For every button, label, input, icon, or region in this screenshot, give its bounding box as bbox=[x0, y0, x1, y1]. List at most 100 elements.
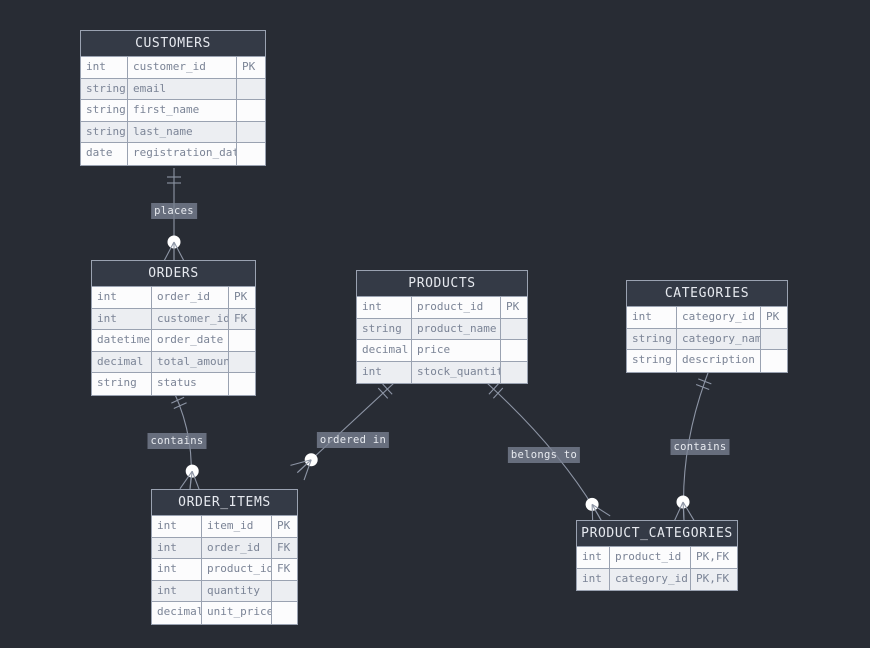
attribute-name: product_name bbox=[412, 318, 501, 340]
attribute-name: order_id bbox=[202, 537, 272, 559]
attribute-name: product_id bbox=[610, 547, 691, 569]
attribute-key: PK bbox=[761, 307, 787, 329]
attribute-key bbox=[229, 330, 255, 352]
attribute-type: string bbox=[92, 373, 152, 395]
attribute-key bbox=[501, 361, 527, 383]
attribute-key: PK,FK bbox=[691, 547, 737, 569]
attribute-key bbox=[272, 602, 297, 624]
relationship-label-categories-product_categories: contains bbox=[670, 439, 730, 455]
entity-title: CATEGORIES bbox=[627, 281, 787, 307]
attribute-name: quantity bbox=[202, 580, 272, 602]
attribute-key bbox=[237, 78, 265, 100]
entity-title: PRODUCT_CATEGORIES bbox=[577, 521, 737, 547]
attribute-name: registration_date bbox=[128, 143, 237, 165]
relationship-label-orders-order_items: contains bbox=[147, 433, 207, 449]
attribute-key: PK,FK bbox=[691, 568, 737, 590]
attribute-name: category_name bbox=[677, 328, 761, 350]
attribute-key: PK bbox=[229, 287, 255, 309]
attribute-name: first_name bbox=[128, 100, 237, 122]
attribute-name: category_id bbox=[677, 307, 761, 329]
attribute-type: string bbox=[627, 328, 677, 350]
attribute-type: int bbox=[152, 559, 202, 581]
attribute-type: int bbox=[152, 516, 202, 538]
attribute-name: product_id bbox=[202, 559, 272, 581]
entity-title: ORDERS bbox=[92, 261, 255, 287]
attribute-type: int bbox=[152, 580, 202, 602]
attribute-key: FK bbox=[272, 559, 297, 581]
attribute-key: FK bbox=[272, 537, 297, 559]
attribute-type: int bbox=[577, 568, 610, 590]
relationship-label-customers-orders: places bbox=[151, 203, 197, 219]
attribute-name: last_name bbox=[128, 121, 237, 143]
attribute-key: PK bbox=[237, 57, 265, 79]
attribute-key bbox=[237, 121, 265, 143]
attribute-type: string bbox=[627, 350, 677, 372]
attribute-name: total_amount bbox=[152, 351, 229, 373]
attribute-name: stock_quantity bbox=[412, 361, 501, 383]
attribute-name: description bbox=[677, 350, 761, 372]
attribute-key: FK bbox=[229, 308, 255, 330]
attribute-type: decimal bbox=[152, 602, 202, 624]
attribute-type: date bbox=[81, 143, 128, 165]
attribute-key bbox=[237, 100, 265, 122]
attribute-name: order_date bbox=[152, 330, 229, 352]
attribute-key: PK bbox=[501, 297, 527, 319]
attribute-key bbox=[501, 340, 527, 362]
attribute-key bbox=[229, 373, 255, 395]
attribute-name: category_id bbox=[610, 568, 691, 590]
entity-title: ORDER_ITEMS bbox=[152, 490, 297, 516]
relationship-label-products-product_categories: belongs to bbox=[507, 447, 581, 463]
attribute-key bbox=[272, 580, 297, 602]
attribute-name: product_id bbox=[412, 297, 501, 319]
attribute-name: customer_id bbox=[128, 57, 237, 79]
attribute-name: order_id bbox=[152, 287, 229, 309]
attribute-type: int bbox=[357, 361, 412, 383]
attribute-name: email bbox=[128, 78, 237, 100]
entity-title: PRODUCTS bbox=[357, 271, 527, 297]
entity-title: CUSTOMERS bbox=[81, 31, 265, 57]
attribute-type: string bbox=[81, 78, 128, 100]
attribute-type: int bbox=[577, 547, 610, 569]
attribute-key bbox=[237, 143, 265, 165]
attribute-type: datetime bbox=[92, 330, 152, 352]
attribute-type: string bbox=[357, 318, 412, 340]
relationship-label-products-order_items: ordered in bbox=[316, 432, 390, 448]
attribute-type: int bbox=[152, 537, 202, 559]
attribute-type: int bbox=[357, 297, 412, 319]
attribute-name: customer_id bbox=[152, 308, 229, 330]
attribute-type: decimal bbox=[357, 340, 412, 362]
attribute-key: PK bbox=[272, 516, 297, 538]
attribute-type: decimal bbox=[92, 351, 152, 373]
attribute-name: price bbox=[412, 340, 501, 362]
attribute-type: int bbox=[92, 308, 152, 330]
attribute-type: string bbox=[81, 100, 128, 122]
attribute-type: int bbox=[81, 57, 128, 79]
